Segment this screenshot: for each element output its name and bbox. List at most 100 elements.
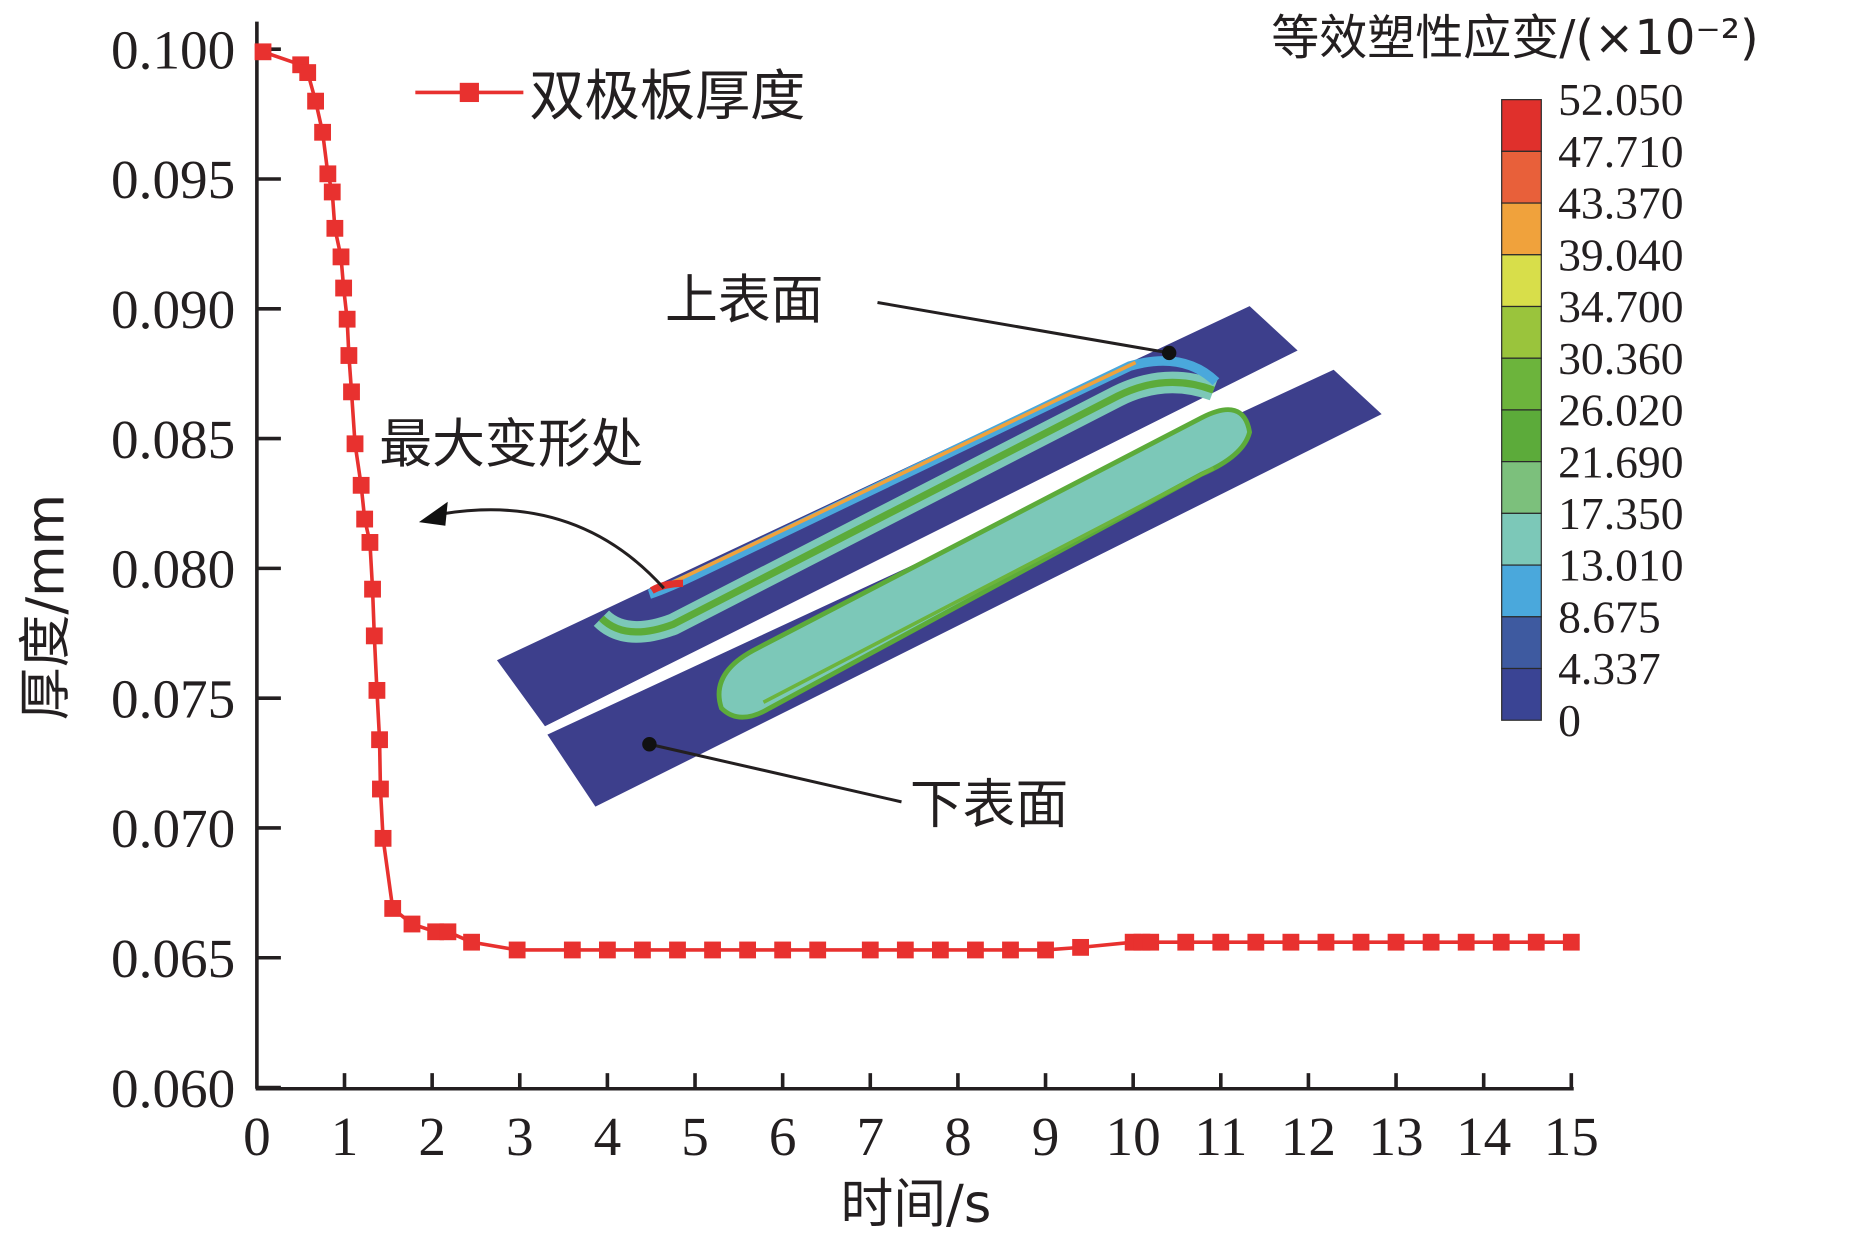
data-point — [1562, 933, 1580, 951]
colorbar-label: 26.020 — [1558, 385, 1683, 436]
data-point — [332, 248, 350, 266]
data-point — [1037, 941, 1054, 959]
colorbar-band — [1501, 150, 1542, 204]
data-point — [374, 829, 392, 847]
data-point — [299, 64, 317, 81]
upper-channel-edge — [598, 378, 1215, 636]
data-point — [335, 279, 353, 297]
x-tick-label: 3 — [506, 1106, 534, 1167]
data-point — [896, 941, 914, 959]
data-point — [323, 183, 341, 201]
lower-rib-edge — [762, 466, 1215, 704]
data-point — [1422, 933, 1440, 951]
y-tick-label: 0.070 — [111, 798, 235, 859]
x-tick-label: 14 — [1456, 1106, 1511, 1167]
colorbar-band — [1501, 461, 1542, 514]
data-point — [361, 534, 379, 551]
data-point — [1247, 933, 1265, 951]
y-tick-label: 0.060 — [111, 1058, 235, 1119]
upper-channel-strain — [654, 360, 1137, 593]
colorbar-band — [1501, 99, 1542, 152]
x-tick-label: 4 — [594, 1106, 622, 1167]
data-point — [403, 915, 421, 933]
data-point — [1212, 933, 1230, 951]
data-point — [1352, 933, 1370, 951]
data-point — [563, 941, 581, 959]
x-tick-label: 0 — [243, 1106, 271, 1167]
data-point — [1002, 941, 1019, 959]
data-point — [669, 941, 686, 959]
colorbar-label: 0 — [1558, 695, 1581, 746]
data-point — [704, 941, 721, 959]
data-point — [774, 941, 792, 959]
colorbar-band — [1501, 409, 1542, 463]
data-point — [1387, 933, 1405, 951]
x-tick-label: 7 — [856, 1106, 884, 1167]
colorbar-band — [1501, 512, 1542, 566]
axes — [255, 21, 1574, 1091]
plate-render-inset — [496, 306, 1382, 807]
legend-label: 双极板厚度 — [529, 65, 805, 129]
data-point — [1527, 933, 1545, 951]
x-tick-label: 8 — [944, 1106, 972, 1167]
y-tick-label: 0.080 — [111, 539, 235, 600]
data-point — [931, 941, 949, 959]
x-tick-label: 15 — [1544, 1106, 1599, 1167]
lower-surface-label: 下表面 — [910, 774, 1068, 835]
x-tick-label: 9 — [1032, 1106, 1060, 1167]
annotations: 上表面 下表面 最大变形处 — [379, 270, 1177, 835]
data-point — [364, 580, 381, 598]
x-tick-label: 5 — [681, 1106, 709, 1167]
data-point — [1317, 933, 1335, 951]
data-point — [343, 383, 360, 401]
colorbar-label: 21.690 — [1558, 436, 1683, 487]
data-point — [1142, 933, 1160, 951]
colorbar-band — [1501, 616, 1542, 670]
lower-rib — [716, 407, 1253, 720]
data-point — [1072, 938, 1089, 956]
x-tick-label: 2 — [418, 1106, 446, 1167]
colorbar-band — [1501, 357, 1542, 411]
data-point — [326, 219, 344, 237]
x-tick-label: 11 — [1194, 1106, 1247, 1167]
data-point — [1492, 933, 1510, 951]
data-point — [508, 941, 526, 959]
colorbar-band — [1501, 564, 1542, 618]
colorbar-title: 等效塑性应变/(×10⁻²) — [1271, 10, 1759, 66]
data-point — [809, 941, 827, 959]
x-tick-label: 12 — [1281, 1106, 1336, 1167]
colorbar-label: 39.040 — [1558, 229, 1683, 280]
colorbar-label: 13.010 — [1558, 540, 1683, 591]
colorbar-label: 34.700 — [1558, 281, 1683, 332]
colorbar-label: 43.370 — [1558, 178, 1683, 229]
x-axis-label: 时间/s — [840, 1174, 991, 1234]
data-point — [1177, 933, 1195, 951]
legend-marker — [459, 82, 479, 103]
data-point — [356, 510, 374, 528]
x-tick-label: 10 — [1106, 1106, 1161, 1167]
data-point — [346, 435, 364, 453]
x-tick-label: 1 — [331, 1106, 359, 1167]
y-tick-label: 0.085 — [111, 409, 235, 470]
data-point — [439, 923, 457, 941]
data-point — [967, 941, 984, 959]
y-tick-label: 0.075 — [111, 668, 235, 729]
data-point — [371, 731, 388, 749]
data-point — [338, 310, 356, 328]
data-point — [340, 347, 358, 364]
colorbar-label: 4.337 — [1558, 643, 1661, 694]
max-deformation-label: 最大变形处 — [379, 414, 643, 475]
y-tick-label: 0.100 — [111, 19, 235, 80]
data-point — [634, 941, 651, 959]
data-point — [368, 681, 386, 699]
colorbar: 52.05047.71043.37039.04034.70030.36026.0… — [1501, 74, 1684, 746]
colorbar-band — [1501, 202, 1542, 256]
colorbar-label: 8.675 — [1558, 591, 1661, 642]
data-point — [319, 165, 337, 183]
data-point — [1282, 933, 1300, 951]
colorbar-label: 52.050 — [1558, 74, 1683, 125]
arrow-head-icon — [418, 501, 448, 526]
colorbar-band — [1501, 667, 1542, 721]
data-point — [384, 900, 402, 917]
